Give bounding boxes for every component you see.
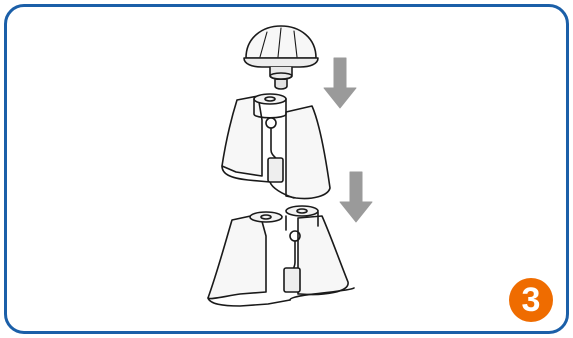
lower-stand — [208, 206, 354, 306]
step-number-badge: 3 — [509, 278, 553, 322]
upper-stand — [222, 94, 330, 199]
dome-cap — [244, 26, 318, 89]
down-arrow — [340, 172, 372, 222]
down-arrow — [324, 58, 356, 108]
